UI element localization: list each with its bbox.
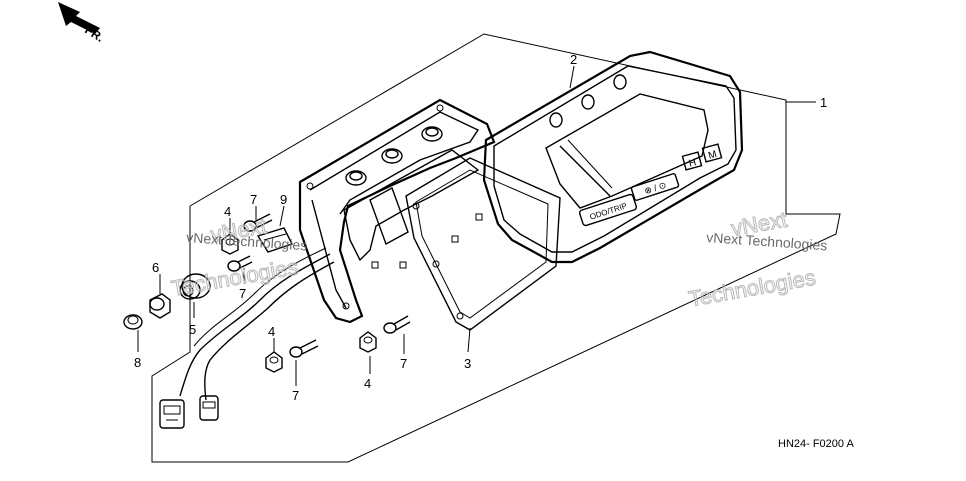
callout-6: 6 (152, 260, 159, 275)
watermark-right: vNext Technologies (686, 206, 818, 312)
callout-7-upper: 7 (250, 192, 257, 207)
m-button-label: M (707, 149, 718, 162)
callout-9: 9 (280, 192, 287, 207)
watermark-small-right: vNext Technologies (706, 229, 828, 253)
callout-4-lower-right: 4 (364, 376, 371, 391)
washer-nut-8 (123, 314, 143, 330)
callout-3: 3 (464, 356, 471, 371)
diagram-code: HN24- F0200 A (778, 438, 854, 450)
screw-upper (243, 213, 273, 232)
screw-lower-left (289, 339, 319, 358)
nut-lower-right (359, 331, 377, 353)
connector-right (199, 395, 219, 421)
grommet (179, 273, 211, 300)
screw-middle (227, 255, 253, 272)
callout-8: 8 (134, 355, 141, 370)
front-direction-arrow: FR. (58, 2, 106, 45)
watermark-left: vNext Technologies (169, 213, 301, 302)
nut-lower-left (265, 351, 283, 373)
callout-7-lower-left: 7 (292, 388, 299, 403)
callout-4-upper: 4 (224, 204, 231, 219)
meter-housing (298, 98, 496, 324)
leader-lines (137, 65, 816, 386)
callout-7-lower-right: 7 (400, 356, 407, 371)
connector-left (159, 399, 185, 429)
callout-7-middle: 7 (239, 286, 246, 301)
callout-1: 1 (820, 95, 827, 110)
meter-cover: ODO/TRIP ⊗ / ⊙ H M (482, 50, 744, 264)
bulb-socket (256, 227, 293, 253)
h-button-label: H (688, 157, 698, 169)
screw-lower-right (383, 315, 411, 334)
collar (149, 293, 171, 319)
wiring-harness (159, 247, 335, 429)
callout-5: 5 (189, 322, 196, 337)
watermark-right-line2: Technologies (687, 265, 818, 312)
watermark-small-left: vNext Technologies (186, 229, 308, 253)
callout-2: 2 (570, 52, 577, 67)
callout-4-lower-left: 4 (268, 324, 275, 339)
